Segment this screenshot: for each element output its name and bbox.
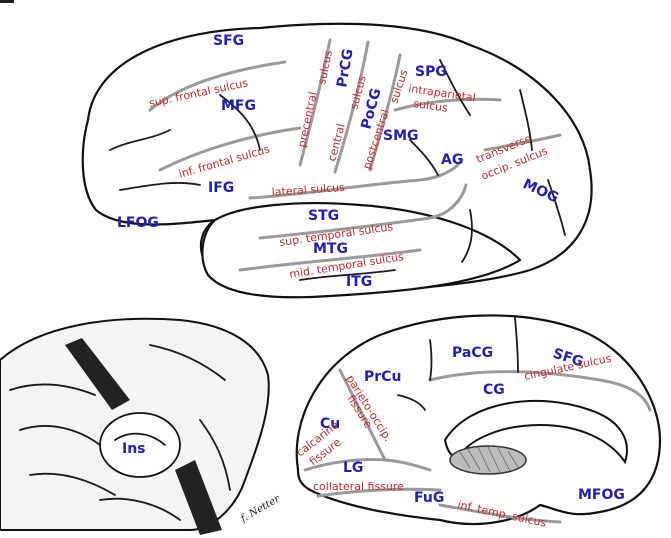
label-fug: FuG: [414, 490, 444, 506]
label-sfg: SFG: [213, 33, 244, 49]
label-lg: LG: [343, 460, 363, 476]
label-prcu: PrCu: [364, 369, 401, 385]
label-collateral-fissure: collateral fissure: [313, 480, 404, 493]
label-ins: Ins: [122, 441, 146, 457]
thalamus: [450, 446, 526, 474]
label-stg: STG: [308, 208, 339, 224]
label-smg: SMG: [383, 128, 419, 144]
label-mfg: MFG: [221, 98, 256, 114]
label-spg: SPG: [415, 64, 447, 80]
insula-view: Ins f. Netter: [0, 319, 283, 535]
label-pacg: PaCG: [452, 345, 493, 361]
corner-mark: [0, 0, 14, 3]
lateral-view: SFG MFG IFG LFOG PrCG PoCG SPG SMG AG MO…: [83, 24, 592, 298]
netter-signature: f. Netter: [238, 493, 283, 525]
label-mfog: MFOG: [578, 487, 625, 503]
label-itg: ITG: [346, 274, 372, 290]
label-cg: CG: [483, 382, 505, 398]
label-ifg: IFG: [208, 180, 234, 196]
medial-view: PaCG SFG PrCu CG Cu LG FuG MFOG cingulat…: [294, 315, 660, 529]
label-lfog: LFOG: [117, 215, 159, 231]
label-ag: AG: [441, 152, 463, 168]
